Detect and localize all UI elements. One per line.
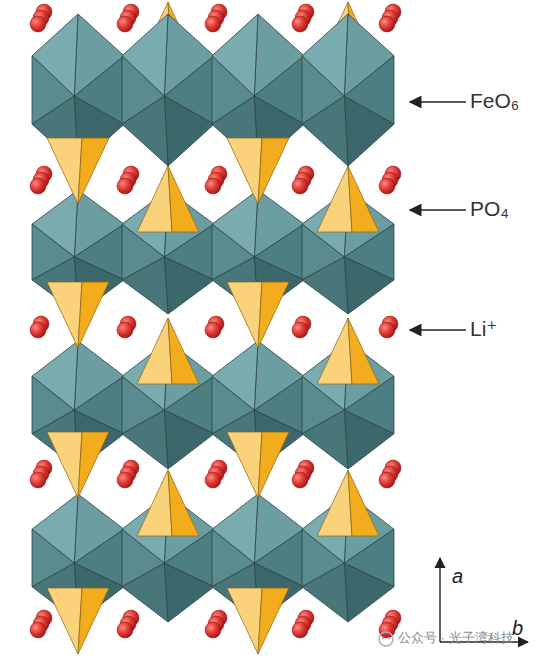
axis-line bbox=[439, 558, 440, 642]
li-ion bbox=[205, 622, 221, 638]
octahedron-face bbox=[164, 563, 214, 622]
li-ion bbox=[292, 472, 308, 488]
tetrahedron-face bbox=[47, 588, 82, 654]
tetrahedron-face bbox=[317, 166, 352, 232]
po4-tetrahedron bbox=[47, 138, 109, 204]
tetrahedron-face bbox=[258, 138, 289, 204]
tetrahedron-face bbox=[78, 432, 109, 498]
tetrahedron-face bbox=[78, 138, 109, 204]
tetrahedron-face bbox=[168, 318, 199, 384]
octahedron-face bbox=[302, 96, 348, 166]
octahedron-face bbox=[164, 257, 214, 314]
octahedron-face bbox=[302, 257, 348, 314]
tetrahedron-face bbox=[168, 470, 199, 536]
lithium-ions bbox=[30, 4, 401, 638]
li-ion bbox=[117, 472, 133, 488]
li-ion bbox=[379, 16, 395, 32]
leader-lines bbox=[410, 102, 466, 330]
tetrahedron-face bbox=[227, 138, 262, 204]
leader-line bbox=[410, 209, 466, 211]
tetrahedron-face bbox=[78, 282, 109, 348]
tetrahedra bbox=[47, 138, 379, 654]
po4-tetrahedron bbox=[227, 432, 289, 498]
tetrahedron-face bbox=[137, 318, 172, 384]
axis-arrows bbox=[440, 558, 528, 642]
po4-tetrahedron bbox=[317, 166, 379, 232]
tetrahedron-face bbox=[258, 432, 289, 498]
tetrahedron-face bbox=[47, 432, 82, 498]
po4-tetrahedron bbox=[137, 318, 199, 384]
octahedron-face bbox=[164, 96, 214, 166]
tetrahedron-face bbox=[78, 588, 109, 654]
tetrahedron-face bbox=[348, 166, 379, 232]
octahedron-face bbox=[344, 410, 394, 469]
po4-tetrahedron bbox=[47, 432, 109, 498]
po4-tetrahedron bbox=[227, 588, 289, 654]
li-ion bbox=[117, 178, 133, 194]
li-ion bbox=[30, 16, 46, 32]
li-ion bbox=[292, 322, 308, 338]
po4-tetrahedron bbox=[137, 166, 199, 232]
po4-tetrahedron bbox=[137, 470, 199, 536]
li-ion bbox=[205, 472, 221, 488]
octahedra bbox=[32, 14, 394, 622]
li-ion bbox=[30, 322, 46, 338]
li-ion bbox=[379, 322, 395, 338]
po4-tetrahedron bbox=[47, 588, 109, 654]
li-ion bbox=[205, 16, 221, 32]
tetrahedron-face bbox=[47, 282, 82, 348]
octahedron-face bbox=[344, 96, 394, 166]
watermark-icon bbox=[379, 632, 393, 646]
tetrahedron-face bbox=[137, 166, 172, 232]
tetrahedron-face bbox=[317, 318, 352, 384]
li-ion bbox=[292, 16, 308, 32]
li-ion bbox=[205, 178, 221, 194]
tetrahedron-face bbox=[258, 282, 289, 348]
feo6-octahedron bbox=[122, 14, 214, 166]
tetrahedron-face bbox=[227, 282, 262, 348]
li-ion bbox=[292, 178, 308, 194]
tetrahedron-face bbox=[348, 470, 379, 536]
structure-label: Li⁺ bbox=[470, 317, 497, 340]
li-ion bbox=[205, 322, 221, 338]
tetrahedron-face bbox=[258, 588, 289, 654]
tetrahedron-face bbox=[137, 470, 172, 536]
octahedron-face bbox=[164, 410, 214, 469]
tetrahedron-face bbox=[348, 318, 379, 384]
po4-tetrahedron bbox=[317, 318, 379, 384]
po4-tetrahedron bbox=[227, 282, 289, 348]
po4-tetrahedron bbox=[227, 138, 289, 204]
tetrahedron-face bbox=[227, 432, 262, 498]
tetrahedron-face bbox=[317, 470, 352, 536]
tetrahedron-face bbox=[47, 138, 82, 204]
li-ion bbox=[117, 16, 133, 32]
li-ion bbox=[30, 622, 46, 638]
structure-label: PO₄ bbox=[470, 197, 509, 220]
li-ion bbox=[379, 472, 395, 488]
li-ion bbox=[30, 178, 46, 194]
tetrahedron-face bbox=[227, 588, 262, 654]
li-ion bbox=[117, 622, 133, 638]
structure-label: FeO₆ bbox=[470, 89, 519, 112]
leader-line bbox=[410, 101, 466, 103]
feo6-octahedron bbox=[302, 14, 394, 166]
octahedron-face bbox=[302, 410, 348, 469]
octahedron-face bbox=[344, 257, 394, 314]
watermark: 公众号 · 光子湾科技 bbox=[398, 631, 514, 645]
po4-tetrahedron bbox=[47, 282, 109, 348]
octahedron-face bbox=[122, 96, 168, 166]
tetrahedron-face bbox=[168, 166, 199, 232]
axis-label: b bbox=[512, 617, 523, 639]
li-ion bbox=[379, 178, 395, 194]
leader-line bbox=[410, 329, 466, 331]
po4-tetrahedron bbox=[317, 470, 379, 536]
li-ion bbox=[292, 622, 308, 638]
octahedron-face bbox=[122, 257, 168, 314]
axis-label: a bbox=[452, 565, 463, 587]
li-ion bbox=[30, 472, 46, 488]
li-ion bbox=[117, 322, 133, 338]
